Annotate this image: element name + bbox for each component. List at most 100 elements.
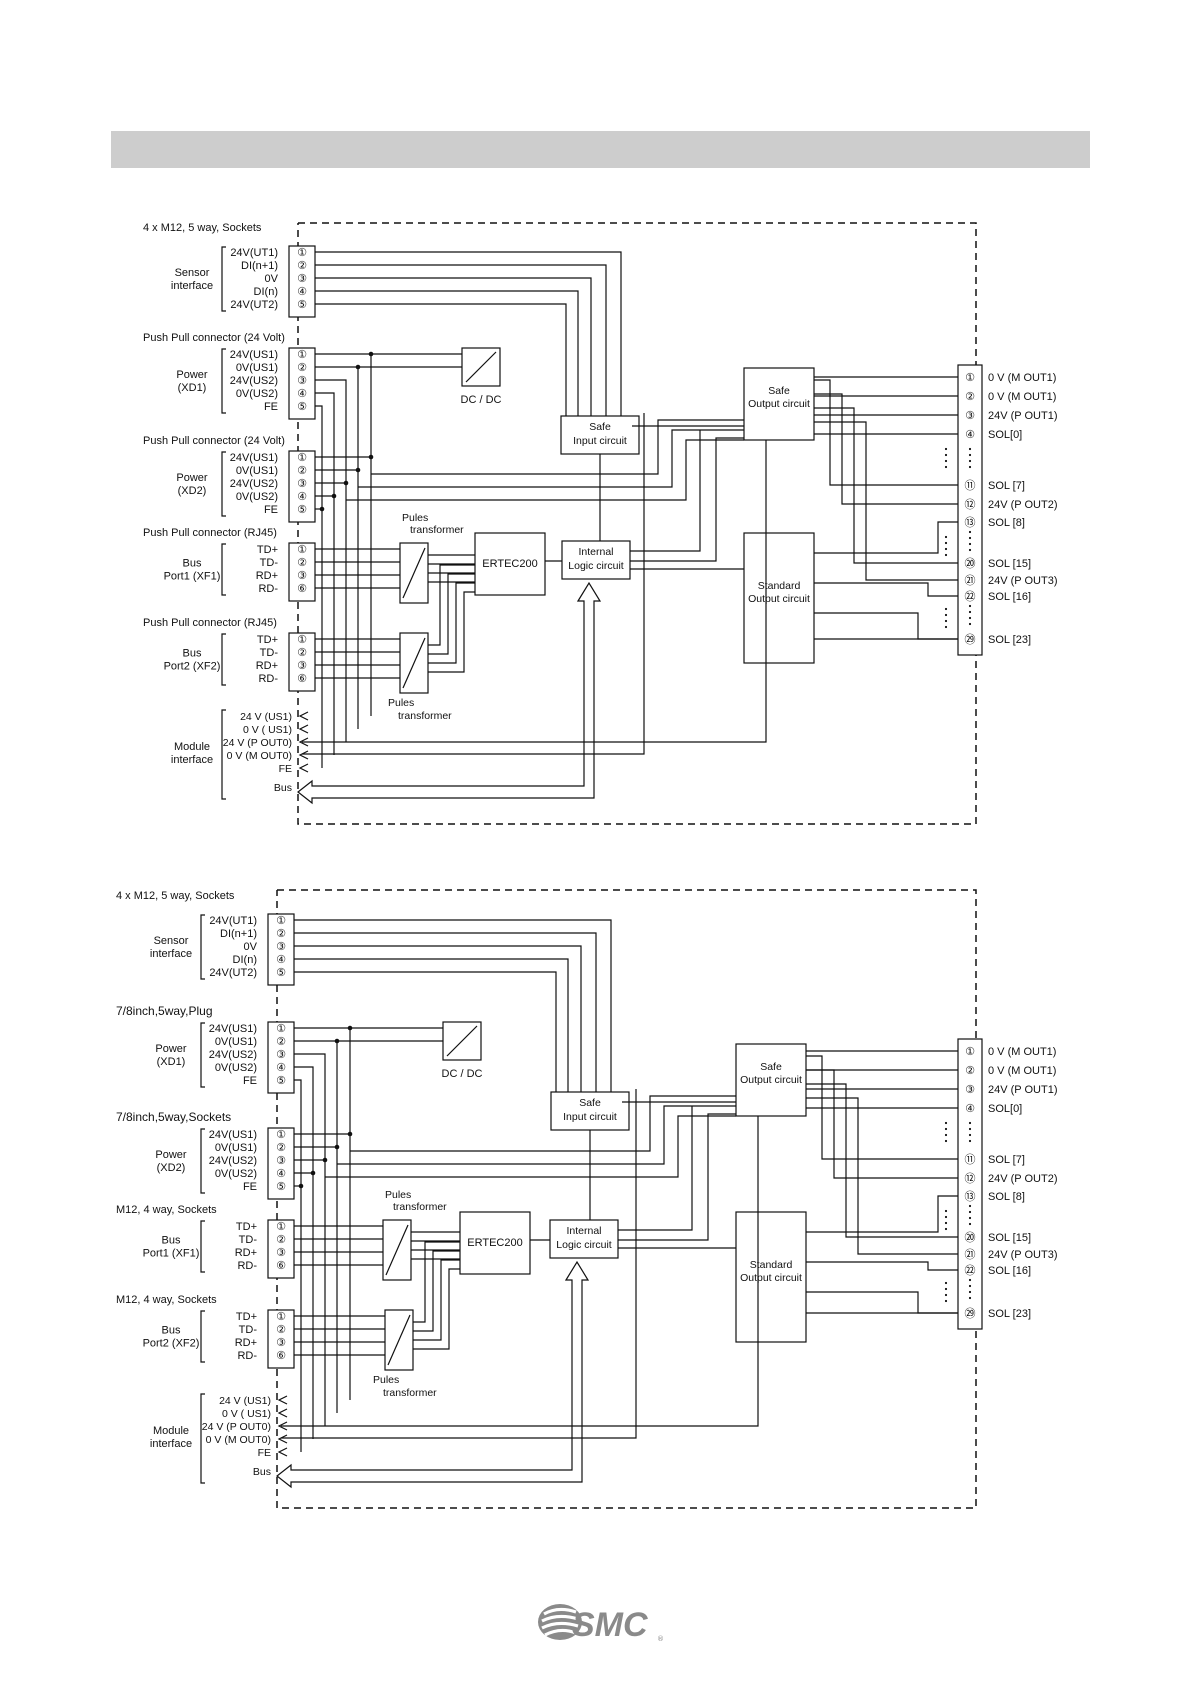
pin-label: FE — [243, 1181, 257, 1193]
wire — [294, 958, 569, 1092]
wire — [315, 277, 592, 416]
pin-label: 24V(US2) — [209, 1155, 257, 1167]
ertec200-box — [474, 532, 546, 596]
junction-dot — [310, 1170, 316, 1176]
ellipsis-dot — [968, 1133, 972, 1137]
pin-number: ② — [276, 1324, 286, 1336]
smc-logo-registered: ® — [657, 1635, 664, 1643]
group-bracket — [221, 246, 226, 312]
wire — [413, 1259, 460, 1341]
pulse-transformer-label: Pules — [385, 1189, 411, 1201]
power-xd2-label: Power — [155, 1149, 187, 1161]
ertec200-label: ERTEC200 — [467, 1237, 522, 1249]
safe-output-circuit-box — [735, 1043, 807, 1117]
group-bracket — [221, 543, 226, 596]
wire — [814, 582, 958, 597]
pin-number: ① — [297, 452, 307, 464]
output-pin-number: ① — [965, 372, 975, 384]
pin-number: ② — [276, 1142, 286, 1154]
ellipsis-dot — [944, 1299, 948, 1303]
pin-label: 0V(US2) — [236, 388, 278, 400]
ellipsis-dot — [944, 1215, 948, 1219]
bus-arrow — [276, 1260, 590, 1489]
output-pin-number: ⑬ — [965, 516, 976, 529]
safe-input-label: Input circuit — [563, 1111, 617, 1123]
pulse-transformer-label: Pules — [373, 1374, 399, 1386]
pin-number: ⑥ — [297, 583, 307, 595]
wire — [315, 392, 335, 755]
pin-label: RD+ — [256, 660, 278, 672]
wire — [294, 1027, 351, 1400]
group-bracket — [221, 451, 226, 517]
connector-header: Push Pull connector (RJ45) — [143, 617, 277, 629]
ellipsis-dot — [944, 535, 948, 539]
wire — [294, 945, 582, 1092]
connector-header: 7/8inch,5way,Plug — [116, 1004, 213, 1018]
ellipsis-dot — [944, 547, 948, 551]
safe-output-label: Safe — [760, 1061, 782, 1073]
pin-label: TD+ — [236, 1221, 257, 1233]
wire — [428, 573, 475, 655]
wire — [806, 1261, 958, 1271]
wire — [371, 419, 744, 475]
pin-label: 0V(US2) — [215, 1168, 257, 1180]
arrow-head — [277, 1447, 288, 1457]
wire — [346, 439, 744, 501]
ellipsis-dot — [968, 1139, 972, 1143]
wire — [814, 521, 958, 554]
power-xd1-label: (XD1) — [157, 1056, 186, 1068]
module-pin-label: 24 V (US1) — [219, 1395, 271, 1407]
output-pin-label: SOL [15] — [988, 1232, 1031, 1244]
output-pin-number: ③ — [965, 410, 975, 422]
output-pin-label: SOL [7] — [988, 480, 1025, 492]
bus-port2-connector — [288, 632, 316, 692]
ellipsis-dot — [968, 604, 972, 608]
pin-number: ① — [276, 1129, 286, 1141]
power-xd1-label: Power — [155, 1043, 187, 1055]
pin-number: ⑤ — [297, 299, 307, 311]
module-pin-label: 24 V (P OUT0) — [202, 1421, 271, 1433]
wire — [402, 637, 426, 689]
pin-number: ③ — [297, 273, 307, 285]
junction-dot — [331, 493, 337, 499]
output-pin-number: ⑳ — [965, 1231, 976, 1244]
bus-port2-connector — [267, 1309, 295, 1369]
ellipsis-dot — [944, 1221, 948, 1225]
pin-label: TD- — [260, 557, 279, 569]
pulse-transformer-label: transformer — [398, 710, 452, 722]
wire — [337, 1105, 736, 1165]
power-xd2-label: (XD2) — [157, 1162, 186, 1174]
safe-input-circuit-box — [560, 415, 640, 455]
junction-dot — [319, 506, 325, 512]
ellipsis-dot — [968, 1121, 972, 1125]
module-interface-label: Module — [153, 1425, 189, 1437]
pin-label: TD+ — [236, 1311, 257, 1323]
junction-dot — [355, 364, 361, 370]
output-pin-label: 0 V (M OUT1) — [988, 372, 1056, 384]
ellipsis-dot — [968, 1127, 972, 1131]
wire — [814, 612, 958, 640]
wire — [806, 1291, 958, 1314]
connector-header: 4 x M12, 5 way, Sockets — [116, 890, 235, 902]
module-interface-label: interface — [150, 1438, 192, 1450]
pin-label: RD- — [258, 583, 278, 595]
ellipsis-dot — [944, 625, 948, 629]
pin-label: FE — [264, 401, 278, 413]
ellipsis-dot — [968, 1216, 972, 1220]
module-pin-label: 0 V (M OUT0) — [227, 750, 292, 762]
ellipsis-dot — [944, 1121, 948, 1125]
arrow-head — [298, 711, 309, 721]
ellipsis-dot — [944, 607, 948, 611]
wire — [387, 1314, 411, 1366]
ellipsis-dot — [944, 459, 948, 463]
module-pin-label: 24 V (P OUT0) — [223, 737, 292, 749]
junction-dot — [355, 467, 361, 473]
output-pin-label: SOL [15] — [988, 558, 1031, 570]
output-pin-label: SOL[0] — [988, 1103, 1022, 1115]
pulse-transformer-label: transformer — [410, 524, 464, 536]
pin-number: ② — [297, 362, 307, 374]
pin-number: ④ — [297, 286, 307, 298]
pin-number: ④ — [297, 491, 307, 503]
pin-number: ⑥ — [297, 673, 307, 685]
wire — [806, 1055, 958, 1160]
